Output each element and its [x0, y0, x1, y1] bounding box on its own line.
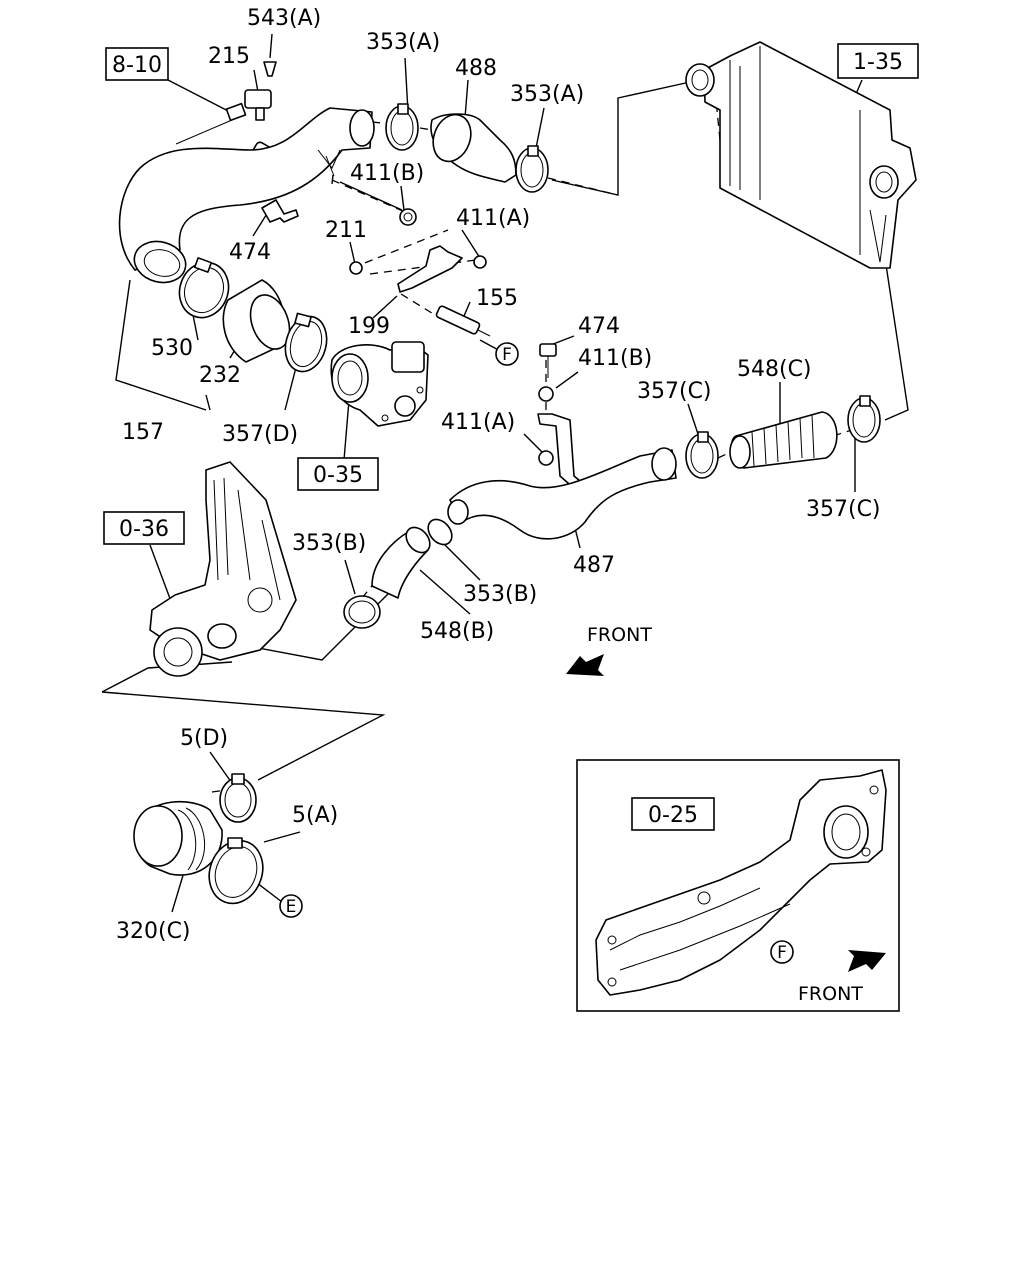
- clamp-353A-1: [385, 103, 419, 151]
- pipe-487: [447, 447, 677, 540]
- clamp-530: [178, 257, 230, 319]
- clamp-5A: [208, 837, 264, 905]
- label-474-1: 474: [229, 240, 271, 265]
- label-353A-2: 353(A): [510, 82, 584, 107]
- ref-0-35-text: 0-35: [313, 463, 363, 488]
- bolt-474-2: [539, 343, 557, 378]
- ref-box-1-35: 1-35: [837, 43, 919, 79]
- label-199: 199: [348, 314, 390, 339]
- label-157: 157: [122, 420, 164, 445]
- bellows-548C: [729, 411, 838, 469]
- nut-411B-2: [538, 386, 554, 402]
- label-411A-1: 411(A): [456, 206, 530, 231]
- label-353A-1: 353(A): [366, 30, 440, 55]
- connector-E-main-text: E: [286, 897, 297, 917]
- label-5A: 5(A): [292, 803, 338, 828]
- connector-F-inset: F: [770, 940, 794, 964]
- clamp-5D: [219, 773, 257, 823]
- ref-0-36-text: 0-36: [119, 517, 169, 542]
- throttle-body-0-35: [330, 341, 429, 427]
- part-labels: 543(A) 215 353(A) 488 353(A) 411(B) 411(…: [116, 6, 881, 944]
- label-548B: 548(B): [420, 619, 494, 644]
- label-548C: 548(C): [737, 357, 812, 382]
- front-label-inset: FRONT: [798, 983, 863, 1005]
- label-211: 211: [325, 218, 367, 243]
- clamp-357D: [284, 312, 328, 373]
- label-474-2: 474: [578, 314, 620, 339]
- clamp-353A-2: [515, 145, 549, 193]
- bracket-199: [397, 245, 463, 293]
- sensor-155: [435, 305, 491, 337]
- label-543A: 543(A): [247, 6, 321, 31]
- label-487: 487: [573, 553, 615, 578]
- label-155: 155: [476, 286, 518, 311]
- ref-8-10-text: 8-10: [112, 53, 162, 78]
- label-353B-1: 353(B): [292, 531, 366, 556]
- label-488: 488: [455, 56, 497, 81]
- clamp-357C-2: [847, 395, 881, 443]
- connector-F-main: F: [495, 342, 519, 366]
- label-320C: 320(C): [116, 919, 191, 944]
- label-411B-2: 411(B): [578, 346, 652, 371]
- turbocharger-0-36: [149, 461, 297, 677]
- hose-548B: [371, 526, 431, 599]
- connector-F-main-text: F: [502, 345, 512, 365]
- label-411A-2: 411(A): [441, 410, 515, 435]
- intercooler-1-35: [685, 41, 917, 269]
- nut-411A-1: [473, 255, 487, 269]
- connector-E-main: E: [279, 894, 303, 918]
- ref-box-8-10: 8-10: [105, 47, 169, 81]
- label-232: 232: [199, 363, 241, 388]
- elbow-488: [430, 113, 517, 183]
- ref-box-0-35: 0-35: [297, 457, 379, 491]
- label-530: 530: [151, 336, 193, 361]
- label-5D: 5(D): [180, 726, 228, 751]
- hose-320C: [133, 800, 223, 876]
- front-arrow-inset-icon: [848, 950, 886, 972]
- connector-F-inset-text: F: [777, 943, 787, 963]
- label-357C-2: 357(C): [806, 497, 881, 522]
- hose-157: [118, 107, 375, 284]
- label-357C-1: 357(C): [637, 379, 712, 404]
- label-411B-1: 411(B): [350, 161, 424, 186]
- label-357D: 357(D): [222, 422, 298, 447]
- ref-1-35-text: 1-35: [853, 50, 903, 75]
- clamp-357C-1: [685, 431, 719, 479]
- label-215: 215: [208, 44, 250, 69]
- front-label-main: FRONT: [587, 624, 652, 646]
- nut-411B-1: [399, 208, 417, 226]
- nut-211: [349, 261, 363, 275]
- nut-411A-2: [538, 450, 554, 466]
- ref-0-25-text: 0-25: [648, 803, 698, 828]
- tube-232: [222, 279, 291, 363]
- bolt-474-1: [261, 199, 299, 223]
- harness-part: [175, 102, 247, 145]
- clamp-353B-1: [343, 595, 381, 629]
- ref-box-0-25: 0-25: [631, 797, 715, 831]
- label-353B-2: 353(B): [463, 582, 537, 607]
- front-arrow-icon: [566, 654, 604, 676]
- ref-box-0-36: 0-36: [103, 511, 185, 545]
- intake-manifold-inset: [595, 769, 887, 996]
- clamp-353B-2: [427, 518, 453, 546]
